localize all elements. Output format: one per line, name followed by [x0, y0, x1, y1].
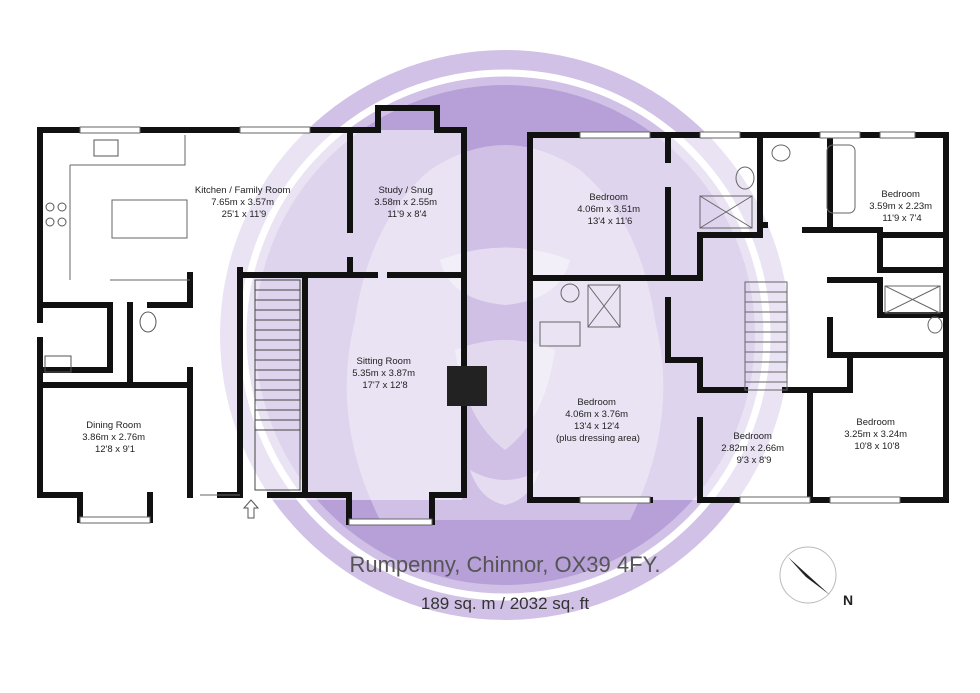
kitchen-fixtures: [44, 139, 157, 373]
first-floor-thin-lines: [539, 131, 943, 504]
room-label-dining: Dining Room 3.86m x 2.76m 12'8 x 9'1: [82, 420, 147, 455]
entrance-arrow-icon: [242, 499, 260, 519]
compass-icon: N: [779, 546, 853, 608]
room-label-study: Study / Snug 3.58m x 2.55m 11'9 x 8'4: [374, 185, 439, 220]
room-label-bedroom-1: Bedroom 4.06m x 3.51m 13'4 x 11'6: [577, 192, 642, 227]
room-label-kitchen: Kitchen / Family Room 7.65m x 3.57m 25'1…: [195, 185, 293, 220]
fireplace: [447, 366, 487, 406]
ground-floor-stairs: [254, 279, 301, 491]
room-label-bedroom-5: Bedroom 3.25m x 3.24m 10'8 x 10'8: [844, 417, 909, 452]
floor-area: 189 sq. m / 2032 sq. ft: [421, 594, 589, 613]
room-label-bedroom-3: Bedroom 4.06m x 3.76m 13'4 x 12'4 (plus …: [556, 397, 640, 444]
room-labels: Kitchen / Family Room 7.65m x 3.57m 25'1…: [82, 185, 934, 466]
compass-north-label: N: [843, 592, 853, 608]
room-label-sitting: Sitting Room 5.35m x 3.87m 17'7 x 12'8: [352, 356, 417, 391]
room-label-bedroom-4: Bedroom 2.82m x 2.66m 9'3 x 8'9: [721, 431, 786, 466]
property-address: Rumpenny, Chinnor, OX39 4FY.: [349, 552, 660, 577]
room-label-bedroom-2: Bedroom 3.59m x 2.23m 11'9 x 7'4: [869, 189, 934, 224]
ground-floor-walls: [37, 105, 467, 525]
ground-floor-thin-lines: [69, 126, 433, 526]
first-floor-walls: [527, 132, 949, 503]
